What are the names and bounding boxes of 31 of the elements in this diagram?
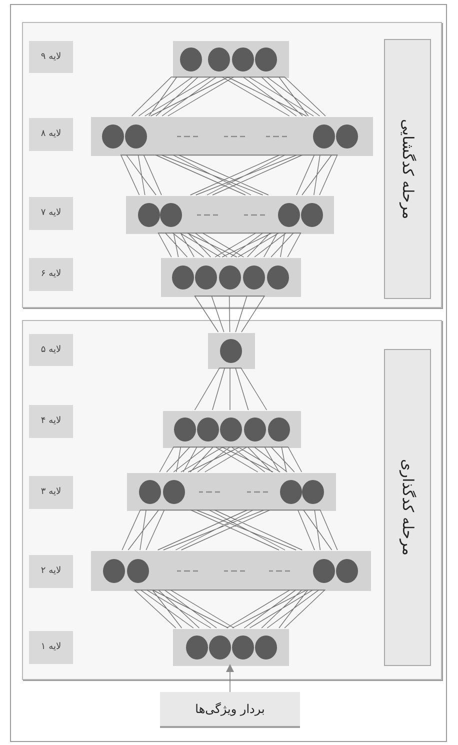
stage-panel — [22, 22, 442, 308]
stage-label: مرحله کدگشایی — [384, 39, 431, 299]
input-box: بردار ویژگی‌ها — [160, 692, 300, 728]
stage-panel — [22, 320, 442, 680]
layer-bar — [127, 473, 336, 511]
layer-label: لایه ۳ — [29, 476, 73, 509]
layer-bar — [161, 258, 301, 297]
layer-bar — [91, 117, 373, 156]
stage-label: مرحله کدگذاری — [384, 349, 431, 666]
layer-bar — [91, 551, 371, 591]
connection-lines — [122, 510, 338, 550]
layer-label: لایه ۸ — [29, 118, 73, 151]
connection-lines — [226, 664, 234, 692]
layer-label: لایه ۵ — [29, 334, 73, 366]
layer-label: لایه ۷ — [29, 197, 73, 230]
layer-label: لایه ۶ — [29, 258, 73, 291]
connection-lines — [120, 154, 338, 196]
connection-lines — [194, 368, 268, 410]
layer-bar — [126, 196, 334, 234]
layer-bar — [173, 41, 289, 78]
layer-bar — [173, 629, 289, 666]
layer-bar — [208, 333, 255, 369]
connection-lines — [134, 590, 326, 628]
connection-lines — [158, 232, 302, 258]
connection-lines — [159, 446, 302, 472]
layer-label: لایه ۲ — [29, 555, 73, 588]
layer-bar — [163, 411, 301, 448]
layer-label: لایه ۹ — [29, 41, 73, 73]
connection-lines — [131, 76, 326, 116]
layer-label: لایه ۱ — [29, 631, 73, 664]
layer-label: لایه ۴ — [29, 405, 73, 438]
